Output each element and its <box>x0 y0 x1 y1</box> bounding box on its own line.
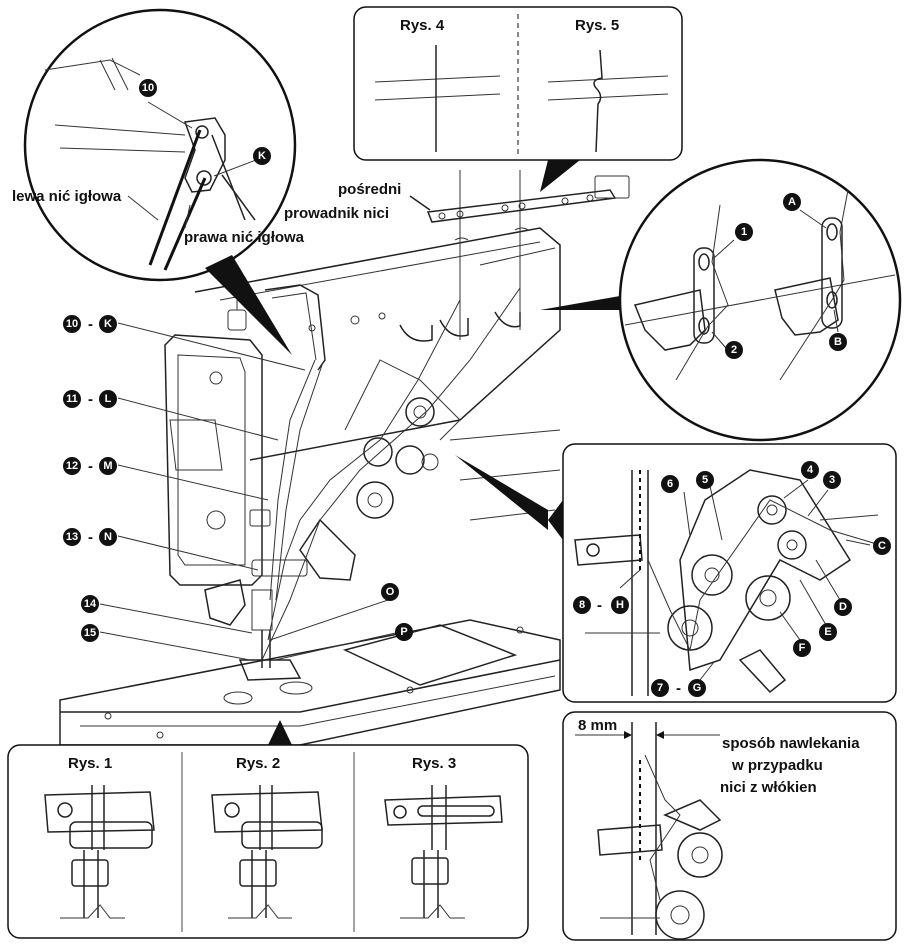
badge-G: G <box>688 679 706 697</box>
svg-text:10: 10 <box>142 82 154 94</box>
leader-lines <box>99 322 401 661</box>
dash-11-L: - <box>88 391 93 408</box>
detail-circle-right <box>540 158 902 442</box>
svg-text:2: 2 <box>731 344 737 356</box>
svg-text:7: 7 <box>657 682 663 694</box>
svg-text:13: 13 <box>66 531 78 543</box>
badges: 10 K 10 K 11 L 12 M 13 N 14 15 O P A 1 2… <box>63 79 891 697</box>
badge-M: M <box>99 457 117 475</box>
badge-K-inset: K <box>253 147 271 165</box>
fiber-note-line1: sposób nawlekania <box>722 735 860 752</box>
badge-N: N <box>99 528 117 546</box>
svg-text:12: 12 <box>66 460 78 472</box>
right-needle-thread-label: prawa nić igłowa <box>184 229 305 246</box>
badge-E: E <box>819 623 837 641</box>
figures-1-2-3-panel <box>7 720 529 939</box>
svg-text:L: L <box>105 393 112 405</box>
badge-8: 8 <box>573 596 591 614</box>
svg-text:G: G <box>693 682 702 694</box>
badge-K: K <box>99 315 117 333</box>
badge-D: D <box>834 598 852 616</box>
badge-12: 12 <box>63 457 81 475</box>
svg-text:A: A <box>788 196 796 208</box>
badge-C: C <box>873 537 891 555</box>
badge-F: F <box>793 639 811 657</box>
dash-8-H: - <box>597 597 602 614</box>
badge-A: A <box>783 193 801 211</box>
distance-label: 8 mm <box>578 717 617 734</box>
badge-10: 10 <box>63 315 81 333</box>
badge-3: 3 <box>823 471 841 489</box>
svg-text:4: 4 <box>807 464 814 476</box>
badge-6: 6 <box>661 475 679 493</box>
svg-text:14: 14 <box>84 598 97 610</box>
svg-text:C: C <box>878 540 886 552</box>
badge-1: 1 <box>735 223 753 241</box>
svg-text:5: 5 <box>702 474 708 486</box>
badge-15: 15 <box>81 624 99 642</box>
detail-circle-top-left <box>23 8 297 355</box>
figures-4-5-panel <box>353 6 683 192</box>
intermediate-guide-label-line1: pośredni <box>338 181 401 198</box>
svg-text:F: F <box>799 642 806 654</box>
figure-5-title: Rys. 5 <box>575 17 619 34</box>
svg-text:8: 8 <box>579 599 585 611</box>
svg-text:6: 6 <box>667 478 673 490</box>
badge-10-inset: 10 <box>139 79 157 97</box>
svg-text:3: 3 <box>829 474 835 486</box>
svg-text:E: E <box>824 626 831 638</box>
left-needle-thread-label: lewa nić igłowa <box>12 188 122 205</box>
badge-B: B <box>829 333 847 351</box>
svg-text:K: K <box>104 318 112 330</box>
svg-text:M: M <box>103 460 112 472</box>
badge-5: 5 <box>696 471 714 489</box>
machine-illustration <box>59 170 630 746</box>
fiber-note-line2: w przypadku <box>731 757 823 774</box>
svg-text:P: P <box>400 626 407 638</box>
badge-11: 11 <box>63 390 81 408</box>
badge-L: L <box>99 390 117 408</box>
fiber-thread-panel <box>562 711 897 941</box>
badge-O: O <box>381 583 399 601</box>
badge-P: P <box>395 623 413 641</box>
badge-7: 7 <box>651 679 669 697</box>
dash-12-M: - <box>88 458 93 475</box>
svg-text:N: N <box>104 531 112 543</box>
dash-13-N: - <box>88 529 93 546</box>
figure-4-title: Rys. 4 <box>400 17 445 34</box>
figure-2-title: Rys. 2 <box>236 755 280 772</box>
svg-text:B: B <box>834 336 842 348</box>
svg-text:K: K <box>258 150 266 162</box>
badge-4: 4 <box>801 461 819 479</box>
svg-text:10: 10 <box>66 318 78 330</box>
figure-3-title: Rys. 3 <box>412 755 456 772</box>
svg-text:15: 15 <box>84 627 96 639</box>
fiber-note-line3: nici z włókien <box>720 779 817 796</box>
svg-text:H: H <box>616 599 624 611</box>
intermediate-guide-label-line2: prowadnik nici <box>284 205 389 222</box>
svg-text:11: 11 <box>66 393 78 405</box>
badge-13: 13 <box>63 528 81 546</box>
dash-7-G: - <box>676 680 681 697</box>
tension-detail-panel <box>455 443 897 703</box>
svg-text:1: 1 <box>741 226 747 238</box>
badge-H: H <box>611 596 629 614</box>
figure-1-title: Rys. 1 <box>68 755 112 772</box>
dash-10-K: - <box>88 316 93 333</box>
svg-text:D: D <box>839 601 847 613</box>
svg-text:O: O <box>386 586 395 598</box>
badge-2: 2 <box>725 341 743 359</box>
badge-14: 14 <box>81 595 99 613</box>
